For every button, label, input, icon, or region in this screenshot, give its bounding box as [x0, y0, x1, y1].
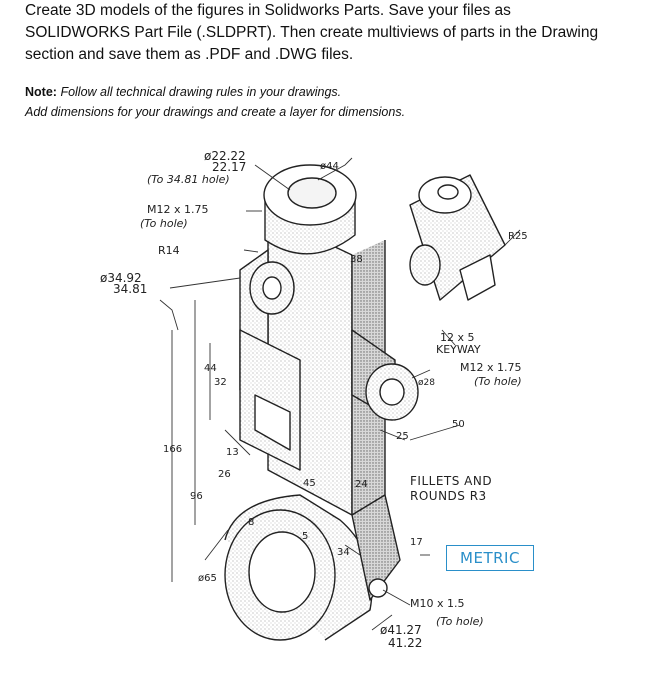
instructions-line-2: SOLIDWORKS Part File (.SLDPRT). Then cre… [25, 24, 599, 41]
inset-top-hole [437, 184, 459, 200]
dim-thread-right-note: (To hole) [474, 375, 522, 388]
right-boss-hole [379, 378, 405, 406]
instructions-line-1: Create 3D models of the figures in Solid… [25, 2, 511, 19]
dim-8: 8 [248, 517, 255, 528]
note-text-1: Follow all technical drawing rules in yo… [60, 85, 342, 99]
note-label: Note: [25, 85, 57, 99]
dim-keyway-a: 12 x 5 [440, 331, 475, 344]
fillets-note-line-1: FILLETS AND [410, 474, 493, 488]
dim-44-vertical: 44 [204, 363, 217, 374]
dim-166: 166 [163, 444, 183, 455]
dim-bottom-hole-a: ø41.27 [380, 623, 422, 637]
dim-thread-left-note: (To hole) [140, 217, 188, 230]
dim-25: 25 [396, 431, 409, 442]
dim-bore-b: 34.81 [113, 282, 148, 296]
dim-thread-left: M12 x 1.75 [147, 203, 209, 216]
note-line-1: Note: Follow all technical drawing rules… [25, 82, 635, 102]
dim-bore-a: ø34.92 [100, 271, 142, 285]
dim-r14: R14 [158, 244, 180, 257]
dim-phi65: ø65 [198, 573, 217, 584]
instructions-line-3: section and save them as .PDF and .DWG f… [25, 46, 354, 63]
dim-96: 96 [190, 491, 203, 502]
dim-phi28: ø28 [418, 378, 435, 388]
dim-50: 50 [452, 419, 465, 430]
dim-13: 13 [226, 447, 239, 458]
foot-hole [368, 578, 388, 598]
dim-top-hole-a: ø22.22 [204, 149, 246, 163]
dim-17: 17 [410, 537, 423, 548]
dim-top-hole-note: (To 34.81 hole) [147, 173, 230, 186]
dim-24: 24 [355, 479, 368, 490]
dim-5: 5 [302, 531, 309, 542]
dim-38: 38 [350, 254, 363, 265]
dim-thread-bottom: M10 x 1.5 [410, 597, 465, 610]
dim-top-hole-b: 22.17 [212, 160, 247, 174]
instructions-paragraph: Create 3D models of the figures in Solid… [25, 0, 635, 66]
dim-bottom-hole-b: 41.22 [388, 636, 423, 650]
clevis-slot [254, 394, 291, 451]
top-cylinder-hole [287, 177, 337, 209]
dim-phi44: ø44 [320, 161, 339, 172]
foot-body [351, 494, 401, 601]
dim-32: 32 [214, 377, 227, 388]
inset-side-boss [409, 244, 441, 286]
bottom-ring-bore [248, 531, 316, 613]
inset-slot [459, 254, 496, 301]
dim-26: 26 [218, 469, 231, 480]
note-line-2: Add dimensions for your drawings and cre… [25, 105, 406, 119]
dim-thread-right: M12 x 1.75 [460, 361, 522, 374]
dim-45: 45 [303, 478, 316, 489]
note-block: Note: Follow all technical drawing rules… [25, 82, 635, 122]
left-arm-hole [262, 276, 282, 300]
metric-badge: METRIC [446, 545, 534, 571]
fillets-note-line-2: ROUNDS R3 [410, 489, 487, 503]
dim-34: 34 [337, 547, 350, 558]
dim-thread-bottom-note: (To hole) [436, 615, 484, 628]
dim-keyway-b: KEYWAY [436, 343, 481, 356]
dim-r25: R25 [508, 231, 528, 242]
